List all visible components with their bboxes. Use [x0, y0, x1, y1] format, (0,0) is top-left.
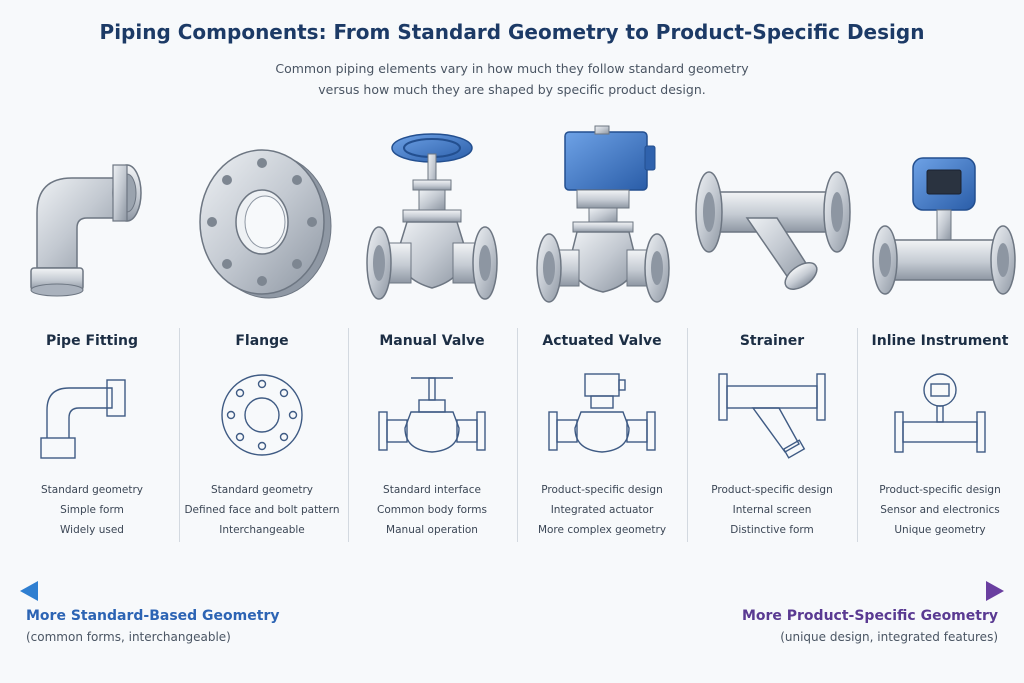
- component-name-pipe-fitting: Pipe Fitting: [46, 333, 138, 349]
- flange-illustration: [177, 118, 347, 318]
- column-divider: [348, 328, 349, 542]
- feature-text: Unique geometry: [894, 524, 986, 536]
- feature-text: Product-specific design: [541, 484, 663, 496]
- spectrum-label-left: More Standard-Based Geometry: [26, 608, 280, 624]
- component-name-inline-instrument: Inline Instrument: [871, 333, 1009, 349]
- feature-text: Standard interface: [383, 484, 481, 496]
- feature-text: Product-specific design: [879, 484, 1001, 496]
- column-divider: [179, 328, 180, 542]
- feature-text: Defined face and bolt pattern: [184, 504, 340, 516]
- spectrum-note-left: (common forms, interchangeable): [26, 630, 231, 644]
- column-divider: [857, 328, 858, 542]
- component-name-manual-valve: Manual Valve: [379, 333, 485, 349]
- feature-text: Standard geometry: [41, 484, 143, 496]
- feature-text: Widely used: [60, 524, 124, 536]
- feature-text: Distinctive form: [730, 524, 814, 536]
- spectrum-arrow: [20, 578, 1004, 604]
- flange-sketch: [177, 360, 347, 470]
- feature-text: More complex geometry: [537, 524, 667, 536]
- actuated-valve-sketch: [517, 360, 687, 470]
- feature-text: Interchangeable: [219, 524, 305, 536]
- manual-valve-illustration: [347, 118, 517, 318]
- feature-text: Sensor and electronics: [880, 504, 1000, 516]
- feature-text: Integrated actuator: [550, 504, 654, 516]
- feature-text: Common body forms: [377, 504, 487, 516]
- component-name-strainer: Strainer: [739, 333, 805, 349]
- spectrum-note-right: (unique design, integrated features): [780, 630, 998, 644]
- inline-instrument-illustration: [855, 118, 1024, 318]
- spectrum-label-right: More Product-Specific Geometry: [741, 608, 998, 624]
- strainer-sketch: [687, 360, 857, 470]
- column-divider: [517, 328, 518, 542]
- component-name-actuated-valve: Actuated Valve: [542, 333, 662, 349]
- feature-text: Internal screen: [732, 504, 812, 516]
- feature-text: Manual operation: [386, 524, 478, 536]
- manual-valve-sketch: [347, 360, 517, 470]
- inline-instrument-sketch: [855, 360, 1024, 470]
- actuated-valve-illustration: [517, 118, 687, 318]
- pipe-fitting-sketch: [7, 360, 177, 470]
- feature-text: Simple form: [60, 504, 124, 516]
- page-title: Piping Components: From Standard Geometr…: [99, 20, 925, 44]
- component-name-flange: Flange: [235, 333, 289, 349]
- column-divider: [687, 328, 688, 542]
- feature-text: Product-specific design: [711, 484, 833, 496]
- pipe-fitting-illustration: [7, 118, 177, 318]
- page-subtitle: Common piping elements vary in how much …: [275, 61, 749, 97]
- strainer-illustration: [687, 118, 857, 318]
- feature-text: Standard geometry: [211, 484, 313, 496]
